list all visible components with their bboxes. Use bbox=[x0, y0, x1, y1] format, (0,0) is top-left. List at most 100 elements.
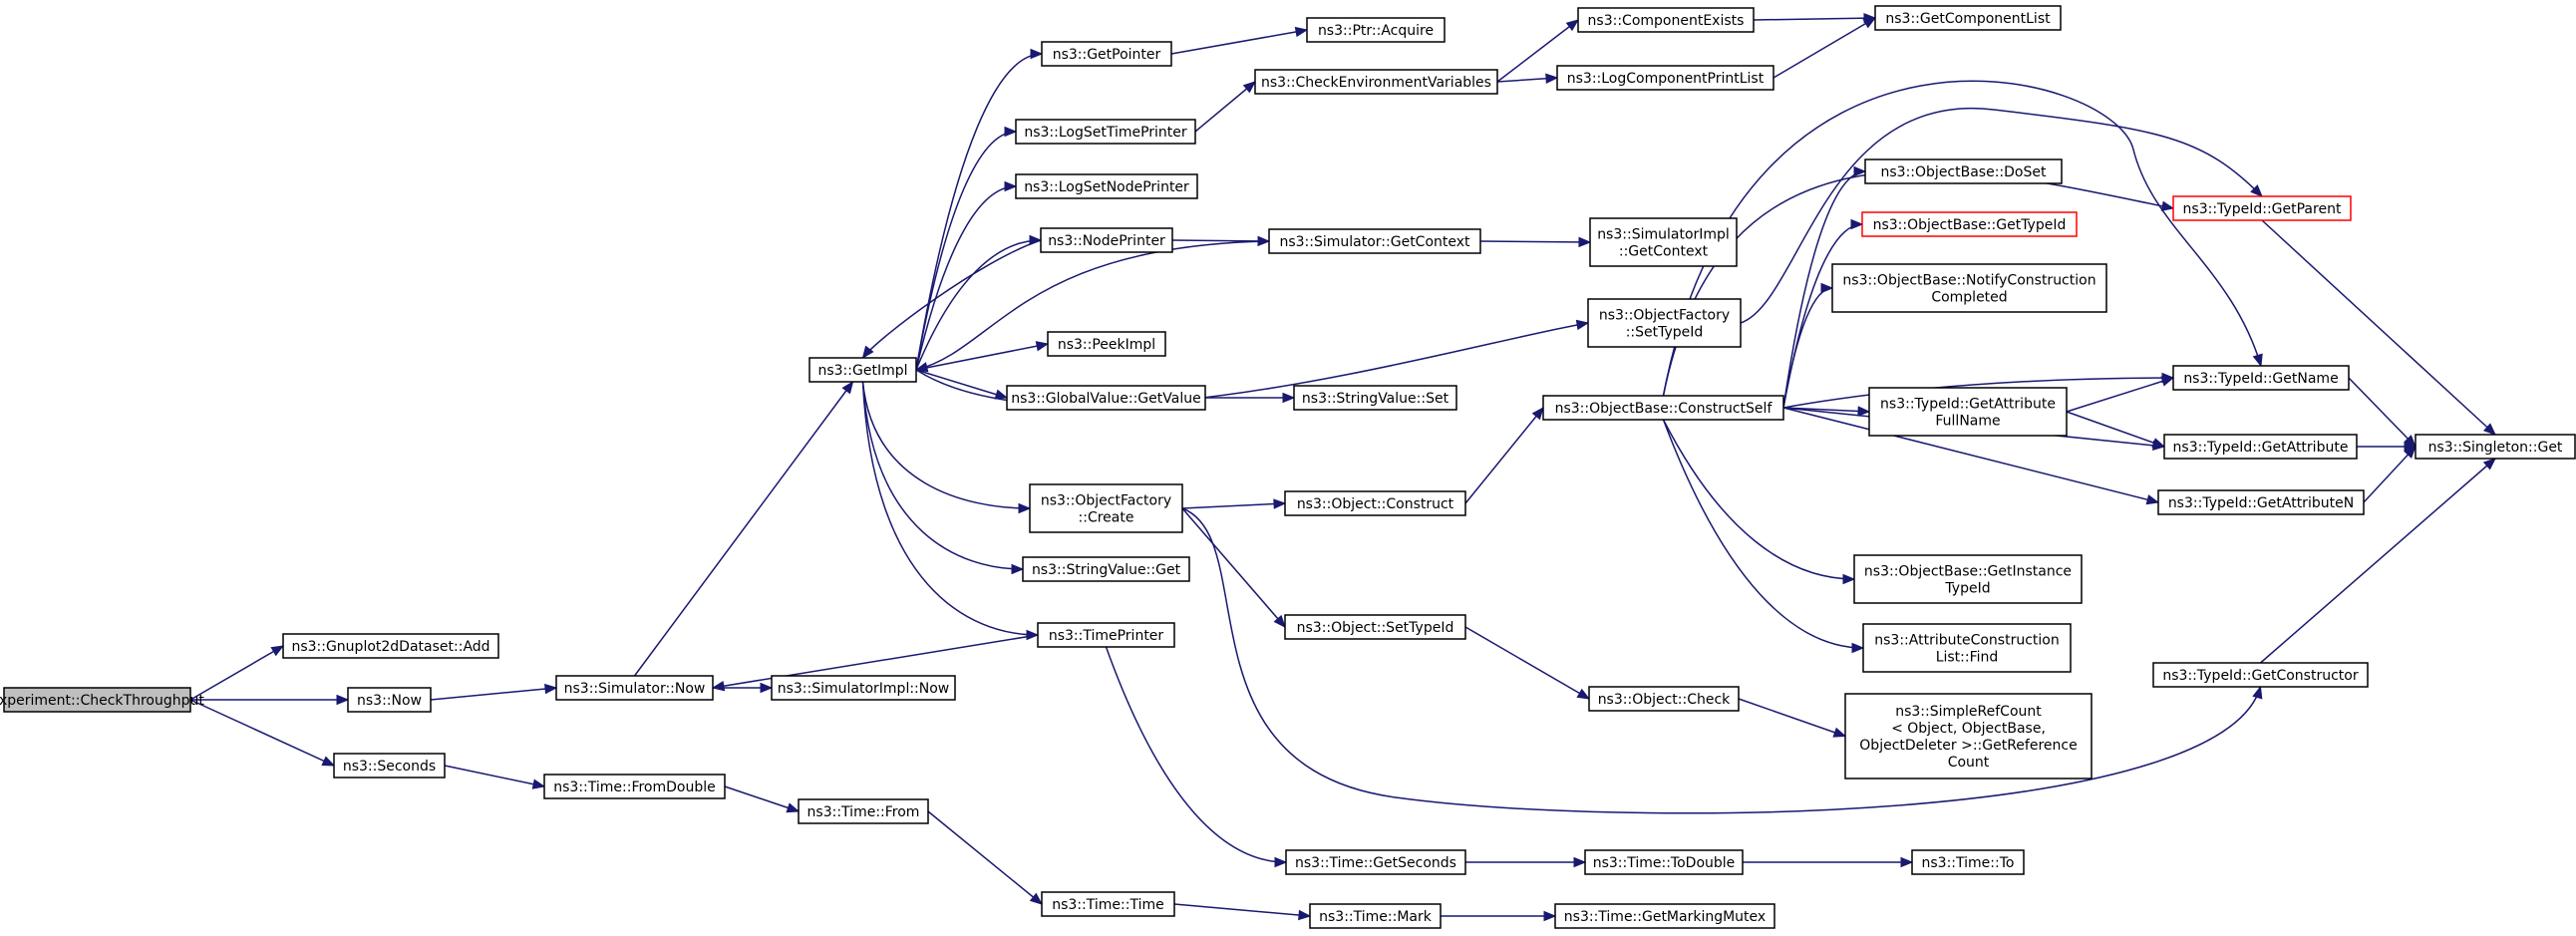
node-label: FullName bbox=[1935, 414, 2000, 430]
node-typeid-getattributen[interactable]: ns3::TypeId::GetAttributeN bbox=[2157, 489, 2365, 515]
node-box bbox=[1041, 41, 1172, 67]
node-typeid-getparent[interactable]: ns3::TypeId::GetParent bbox=[2172, 195, 2352, 221]
node-typeid-getconstructor[interactable]: ns3::TypeId::GetConstructor bbox=[2152, 662, 2369, 688]
call-edge-arrowhead bbox=[2252, 685, 2263, 700]
node-logsettimeprinter[interactable]: ns3::LogSetTimePrinter bbox=[1015, 119, 1196, 145]
call-edge bbox=[1782, 407, 2160, 505]
node-time-todouble[interactable]: ns3::Time::ToDouble bbox=[1584, 849, 1744, 875]
call-edge-arrowhead bbox=[1294, 26, 1309, 38]
call-edge bbox=[2348, 377, 2416, 448]
node-simplerefcount[interactable]: ns3::SimpleRefCount< Object, ObjectBase,… bbox=[1844, 693, 2093, 780]
node-label: ns3::ObjectBase::GetTypeId bbox=[1873, 217, 2067, 233]
node-logsetnodeprinter[interactable]: ns3::LogSetNodePrinter bbox=[1015, 173, 1198, 199]
node-box bbox=[1254, 69, 1498, 95]
node-box bbox=[1584, 849, 1744, 875]
node-sim-getcontext[interactable]: ns3::Simulator::GetContext bbox=[1268, 228, 1481, 254]
call-edge-arrowhead bbox=[1531, 406, 1544, 421]
node-label: ns3::LogComponentPrintList bbox=[1567, 71, 1765, 87]
call-edge bbox=[1181, 507, 2263, 814]
node-stringvalue-get[interactable]: ns3::StringValue::Get bbox=[1022, 556, 1190, 582]
node-label: Completed bbox=[1931, 290, 2007, 306]
call-edge-arrowhead bbox=[760, 682, 774, 694]
node-now[interactable]: ns3::Now bbox=[347, 687, 432, 713]
call-edge-arrowhead bbox=[1543, 910, 1557, 922]
node-objectbase-constructself[interactable]: ns3::ObjectBase::ConstructSelf bbox=[1542, 395, 1784, 421]
node-seconds[interactable]: ns3::Seconds bbox=[333, 753, 446, 779]
call-edge bbox=[861, 381, 1025, 575]
node-timeprinter[interactable]: ns3::TimePrinter bbox=[1037, 622, 1175, 648]
node-object-check[interactable]: ns3::Object::Check bbox=[1588, 686, 1740, 712]
node-time-getmarkingmutex[interactable]: ns3::Time::GetMarkingMutex bbox=[1554, 903, 1775, 929]
call-edge-arrowhead bbox=[1832, 727, 1847, 738]
node-box bbox=[1041, 891, 1175, 917]
node-check-throughput[interactable]: Experiment::CheckThroughput bbox=[0, 687, 204, 713]
node-time-time[interactable]: ns3::Time::Time bbox=[1041, 891, 1175, 917]
node-box bbox=[1587, 298, 1742, 348]
node-objectbase-gettypeid[interactable]: ns3::ObjectBase::GetTypeId bbox=[1861, 211, 2078, 237]
node-time-fromdouble[interactable]: ns3::Time::FromDouble bbox=[543, 774, 726, 799]
call-edge-line bbox=[2066, 411, 2165, 448]
node-logcomponentprintlist[interactable]: ns3::LogComponentPrintList bbox=[1556, 65, 1774, 91]
call-edge bbox=[927, 810, 1044, 905]
node-box bbox=[1589, 217, 1738, 267]
node-box bbox=[2172, 365, 2350, 391]
call-edge-line bbox=[1181, 507, 1286, 628]
node-object-settypeid[interactable]: ns3::Object::SetTypeId bbox=[1284, 614, 1466, 640]
node-typeid-getattribute[interactable]: ns3::TypeId::GetAttribute bbox=[2163, 434, 2358, 460]
node-box bbox=[543, 774, 726, 799]
node-label: ns3::PeekImpl bbox=[1058, 337, 1155, 353]
node-gnuplot-add[interactable]: ns3::Gnuplot2dDataset::Add bbox=[282, 633, 499, 659]
node-checkenvvars[interactable]: ns3::CheckEnvironmentVariables bbox=[1254, 69, 1498, 95]
node-simimpl-now[interactable]: ns3::SimulatorImpl::Now bbox=[771, 675, 956, 701]
node-getpointer[interactable]: ns3::GetPointer bbox=[1041, 41, 1172, 67]
node-time-mark[interactable]: ns3::Time::Mark bbox=[1309, 903, 1442, 929]
node-getcomponentlist[interactable]: ns3::GetComponentList bbox=[1874, 5, 2062, 31]
node-singleton-get[interactable]: ns3::Singleton::Get bbox=[2415, 434, 2576, 460]
node-time-from[interactable]: ns3::Time::From bbox=[798, 798, 929, 824]
call-edge bbox=[2066, 411, 2166, 449]
node-nodeprinter[interactable]: ns3::NodePrinter bbox=[1040, 227, 1173, 253]
node-box bbox=[1285, 849, 1466, 875]
node-box bbox=[347, 687, 432, 713]
call-edge-line bbox=[430, 687, 557, 701]
node-objectfactory-settypeid[interactable]: ns3::ObjectFactory::SetTypeId bbox=[1587, 298, 1742, 348]
node-label: ns3::Simulator::Now bbox=[564, 681, 706, 697]
node-label: ns3::NodePrinter bbox=[1048, 233, 1165, 249]
call-edge-line bbox=[1496, 19, 1579, 83]
call-edge-arrowhead bbox=[786, 802, 801, 813]
node-ptr-acquire[interactable]: ns3::Ptr::Acquire bbox=[1306, 17, 1446, 43]
node-label: ns3::Now bbox=[357, 693, 422, 709]
call-edge-line bbox=[1464, 626, 1590, 700]
node-time-getseconds[interactable]: ns3::Time::GetSeconds bbox=[1285, 849, 1466, 875]
node-sim-now[interactable]: ns3::Simulator::Now bbox=[555, 675, 714, 701]
node-box bbox=[333, 753, 446, 779]
call-edge bbox=[915, 48, 1044, 371]
node-label: ns3::Time::GetMarkingMutex bbox=[1564, 909, 1766, 925]
node-typeid-getname[interactable]: ns3::TypeId::GetName bbox=[2172, 365, 2350, 391]
node-globalvalue-getvalue[interactable]: ns3::GlobalValue::GetValue bbox=[1006, 385, 1206, 411]
call-edge bbox=[915, 319, 1590, 407]
call-edge-line bbox=[915, 185, 1017, 371]
call-edge bbox=[1181, 498, 1287, 509]
node-label: ns3::AttributeConstruction bbox=[1874, 633, 2059, 649]
node-objectbase-notifyconstruction[interactable]: ns3::ObjectBase::NotifyConstructionCompl… bbox=[1831, 263, 2107, 313]
node-simimpl-getcontext[interactable]: ns3::SimulatorImpl::GetContext bbox=[1589, 217, 1738, 267]
call-edge-line bbox=[1782, 407, 2159, 503]
node-label: ns3::GetPointer bbox=[1053, 47, 1161, 63]
call-edge-arrowhead bbox=[1030, 48, 1044, 60]
node-box bbox=[1015, 173, 1198, 199]
node-box bbox=[1293, 385, 1457, 411]
node-time-to[interactable]: ns3::Time::To bbox=[1911, 849, 2025, 875]
node-stringvalue-set[interactable]: ns3::StringValue::Set bbox=[1293, 385, 1457, 411]
node-label: ns3::CheckEnvironmentVariables bbox=[1261, 75, 1491, 91]
call-edge bbox=[1170, 26, 1309, 55]
node-objectfactory-create[interactable]: ns3::ObjectFactory::Create bbox=[1029, 483, 1183, 533]
node-objectbase-doset[interactable]: ns3::ObjectBase::DoSet bbox=[1864, 158, 2063, 184]
node-getimpl[interactable]: ns3::GetImpl bbox=[808, 357, 917, 383]
node-peekimpl[interactable]: ns3::PeekImpl bbox=[1047, 331, 1166, 357]
node-object-construct[interactable]: ns3::Object::Construct bbox=[1284, 490, 1466, 516]
node-componentexists[interactable]: ns3::ComponentExists bbox=[1577, 7, 1755, 33]
